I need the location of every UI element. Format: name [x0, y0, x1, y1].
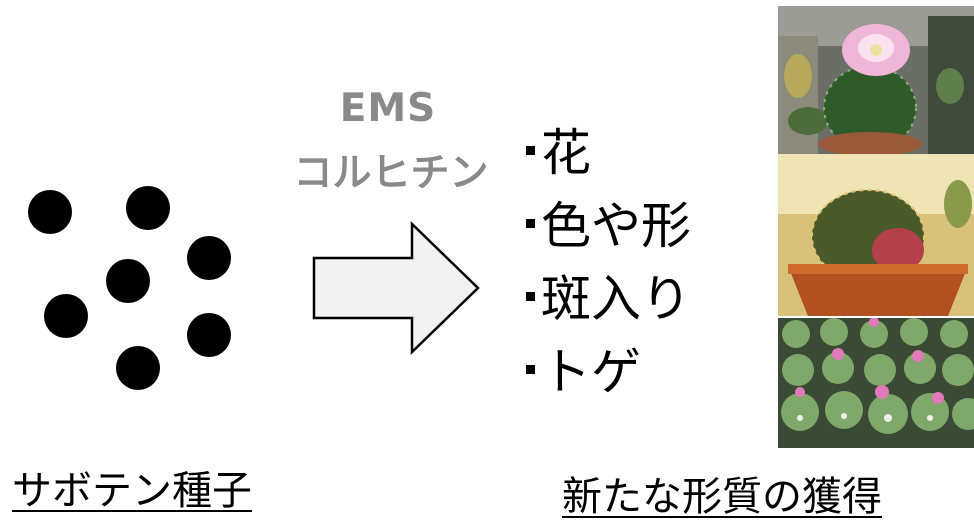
flowering-cactus-photo [778, 6, 974, 154]
trait-label: 色や形 [541, 196, 691, 255]
trait-list: 花 色や形 斑入り トゲ [526, 112, 691, 404]
right-arrow-icon [312, 221, 480, 355]
trait-label: 斑入り [541, 269, 691, 328]
seed-dot [187, 313, 231, 357]
method-label-ems: EMS [339, 86, 437, 131]
trait-label: 花 [541, 123, 591, 182]
list-item: 色や形 [526, 185, 691, 258]
method-label-colchicine: コルヒチン [293, 151, 489, 196]
seed-dot [126, 186, 170, 230]
spiny-cactus-photo [778, 154, 974, 316]
bullet-icon [526, 292, 535, 301]
seed-dot [44, 294, 88, 338]
seeds-caption: サボテン種子 [12, 468, 252, 514]
cactus-seedlings-photo [778, 318, 974, 448]
result-caption: 新たな形質の獲得 [562, 474, 882, 520]
seed-dot [106, 259, 150, 303]
bullet-icon [526, 219, 535, 228]
bullet-icon [526, 146, 535, 155]
list-item: 花 [526, 112, 691, 185]
bullet-icon [526, 365, 535, 374]
list-item: トゲ [526, 331, 691, 404]
seed-dot [116, 346, 160, 390]
seed-dot [28, 190, 72, 234]
list-item: 斑入り [526, 258, 691, 331]
trait-label: トゲ [541, 342, 641, 401]
seed-dot [187, 236, 231, 280]
